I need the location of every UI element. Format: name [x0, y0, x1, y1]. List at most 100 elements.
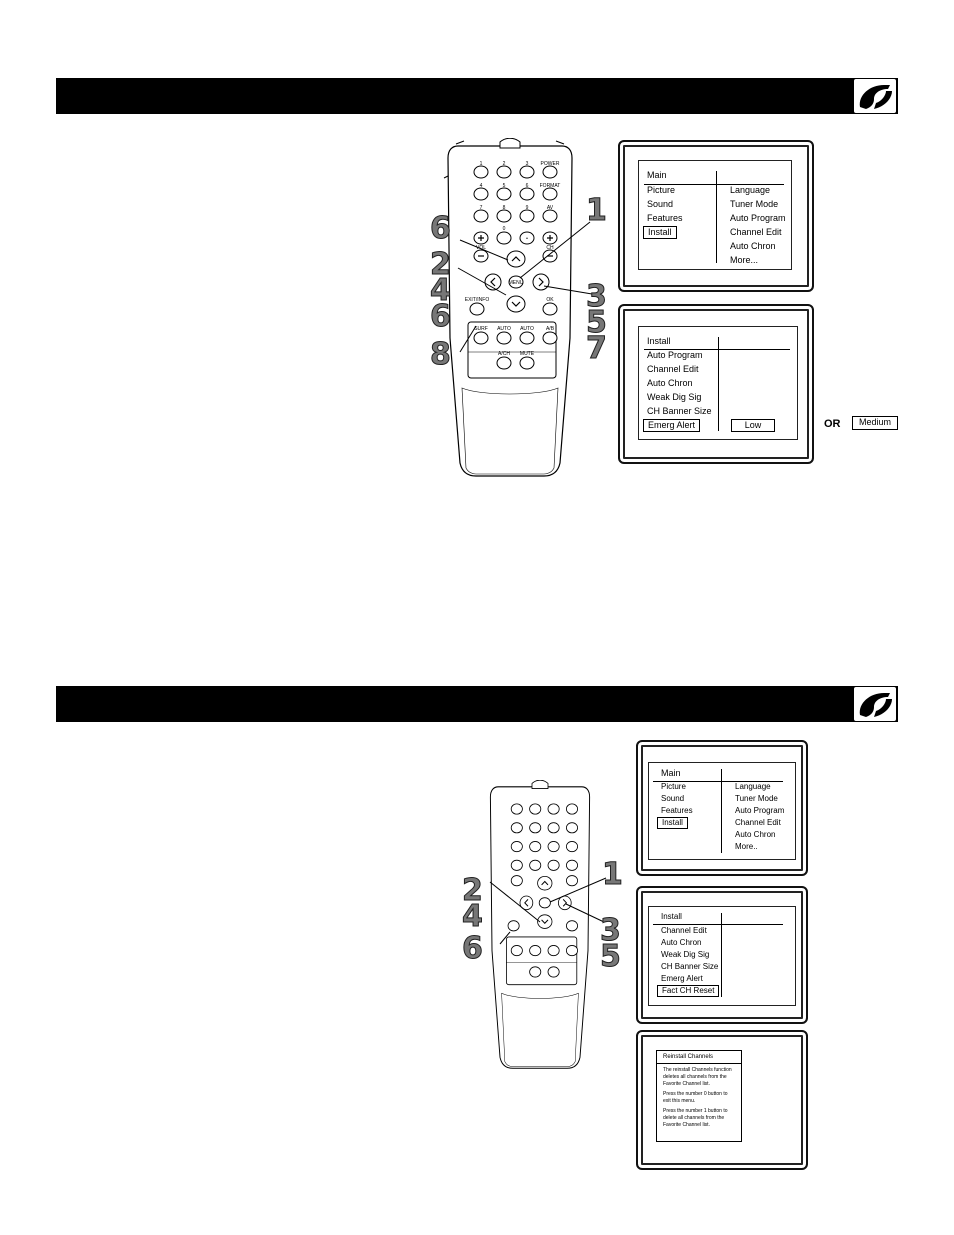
exit-info-key-label: EXIT/INFO — [465, 297, 490, 303]
menu-divider — [644, 349, 790, 350]
install-item-fact-ch-reset[interactable]: Fact CH Reset — [656, 985, 720, 997]
power-key-label: POWER — [541, 161, 560, 167]
submenu-item-tuner-mode: Tuner Mode — [735, 794, 778, 803]
install-item-weak-dig-sig[interactable]: Weak Dig Sig — [661, 950, 710, 959]
ach-key-label: A/CH — [498, 351, 510, 357]
menu-item-install[interactable]: Install — [657, 817, 688, 829]
menu-item-sound[interactable]: Sound — [661, 794, 685, 803]
menu-column-divider — [716, 171, 717, 263]
key-6-label: 6 — [526, 183, 529, 189]
step-2-callout: 2 — [430, 247, 452, 282]
submenu-item-more: More... — [730, 255, 759, 265]
submenu-item-more: More.. — [735, 842, 758, 851]
key-7-label: 7 — [480, 205, 483, 211]
step-1-callout: 1 — [602, 857, 624, 892]
submenu-item-channel-edit: Channel Edit — [735, 818, 781, 827]
or-label: OR — [824, 418, 841, 430]
format-key-label: FORMAT — [540, 183, 561, 189]
install-item-auto-program[interactable]: Auto Program — [647, 350, 703, 360]
step-6-callout: 6 — [430, 211, 452, 246]
install-item-auto-chron[interactable]: Auto Chron — [647, 378, 693, 388]
dialog-paragraph-1: The reinstall Channels function deletes … — [663, 1067, 732, 1087]
av-key-label: AV — [547, 205, 554, 211]
menu-divider — [653, 781, 783, 782]
ch-key-label: CH — [546, 245, 554, 251]
step-5-callout: 5 — [600, 939, 622, 974]
main-menu-title: Main — [647, 170, 667, 180]
menu-item-features[interactable]: Features — [661, 806, 693, 815]
menu-item-picture[interactable]: Picture — [661, 782, 686, 791]
step-3-callout: 3 — [600, 913, 622, 948]
menu-item-features[interactable]: Features — [647, 213, 683, 223]
step-3-callout: 3 — [586, 279, 608, 314]
ok-key-label: OK — [546, 297, 554, 303]
step-4-callout: 4 — [430, 273, 452, 308]
submenu-item-auto-chron: Auto Chron — [730, 241, 776, 251]
menu-column-divider — [721, 913, 722, 997]
menu-divider — [653, 924, 783, 925]
key-8-label: 8 — [503, 205, 506, 211]
install-menu-panel: Install Auto Program Channel Edit Auto C… — [638, 326, 798, 440]
key-3-label: 3 — [526, 161, 529, 167]
submenu-item-auto-program: Auto Program — [735, 806, 785, 815]
menu-item-install[interactable]: Install — [643, 226, 677, 239]
vol-key-label: VOL — [476, 245, 486, 251]
mute-key-label: MUTE — [520, 351, 535, 357]
submenu-item-auto-chron: Auto Chron — [735, 830, 776, 839]
install-item-ch-banner-size[interactable]: CH Banner Size — [647, 406, 712, 416]
submenu-item-auto-program: Auto Program — [730, 213, 786, 223]
surf-key-label: SURF — [474, 326, 488, 332]
main-menu-panel: Main Picture Sound Features Install Lang… — [638, 160, 792, 270]
install-item-ch-banner-size[interactable]: CH Banner Size — [661, 962, 719, 971]
callout-lines-2 — [489, 877, 607, 945]
install-menu-title: Install — [647, 336, 671, 346]
remote-control-1: 1 2 3 POWER 4 5 6 FORMAT 7 8 9 AV 0 • VO… — [440, 137, 580, 478]
submenu-item-channel-edit: Channel Edit — [730, 227, 782, 237]
key-4-label: 4 — [480, 183, 483, 189]
install-menu-panel: Install Channel Edit Auto Chron Weak Dig… — [648, 906, 796, 1006]
reinstall-channels-dialog: Reinstall Channels The reinstall Channel… — [656, 1050, 742, 1142]
step-6b-callout: 6 — [430, 299, 452, 334]
install-item-emerg-alert[interactable]: Emerg Alert — [661, 974, 703, 983]
menu-column-divider — [718, 337, 719, 431]
ab-key-label: A/B — [546, 326, 555, 332]
submenu-item-language: Language — [730, 185, 771, 195]
brand-logo-icon — [854, 79, 896, 113]
dialog-paragraph-3: Press the number 1 button to delete all … — [663, 1108, 728, 1128]
tv-screen-install-menu-2: Install Channel Edit Auto Chron Weak Dig… — [636, 886, 808, 1024]
install-item-auto-chron[interactable]: Auto Chron — [661, 938, 702, 947]
dialog-divider — [657, 1063, 741, 1064]
emerg-alert-value[interactable]: Low — [731, 419, 775, 432]
key-0-label: 0 — [503, 226, 506, 232]
step-6-callout: 6 — [462, 931, 484, 966]
install-item-channel-edit[interactable]: Channel Edit — [661, 926, 707, 935]
tv-screen-main-menu-2: Main Picture Sound Features Install Lang… — [636, 740, 808, 876]
install-item-emerg-alert[interactable]: Emerg Alert — [642, 419, 701, 432]
auto-left-key-label: AUTO — [497, 326, 511, 332]
submenu-item-language: Language — [735, 782, 771, 791]
menu-divider — [644, 184, 784, 185]
section-header-bar-2 — [56, 686, 898, 722]
menu-key-label: MENU — [509, 280, 524, 286]
key-2-label: 2 — [503, 161, 506, 167]
install-item-weak-dig-sig[interactable]: Weak Dig Sig — [647, 392, 702, 402]
menu-item-picture[interactable]: Picture — [647, 185, 676, 195]
step-7-callout: 7 — [586, 331, 608, 366]
submenu-item-tuner-mode: Tuner Mode — [730, 199, 779, 209]
dot-key-label: • — [526, 236, 528, 242]
menu-column-divider — [721, 769, 722, 853]
step-1-callout: 1 — [586, 193, 608, 228]
dialog-paragraph-2: Press the number 0 button to exit this m… — [663, 1091, 728, 1104]
section-header-bar-1 — [56, 78, 898, 114]
step-2-callout: 2 — [462, 873, 484, 908]
key-5-label: 5 — [503, 183, 506, 189]
auto-right-key-label: AUTO — [520, 326, 534, 332]
install-item-channel-edit[interactable]: Channel Edit — [647, 364, 699, 374]
main-menu-panel: Main Picture Sound Features Install Lang… — [648, 762, 796, 860]
install-menu-title: Install — [661, 912, 682, 921]
tv-screen-reinstall-dialog: Reinstall Channels The reinstall Channel… — [636, 1030, 808, 1170]
key-1-label: 1 — [480, 161, 483, 167]
remote-control-2 — [484, 779, 596, 1070]
menu-item-sound[interactable]: Sound — [647, 199, 674, 209]
tv-screen-install-menu-1: Install Auto Program Channel Edit Auto C… — [618, 304, 814, 464]
